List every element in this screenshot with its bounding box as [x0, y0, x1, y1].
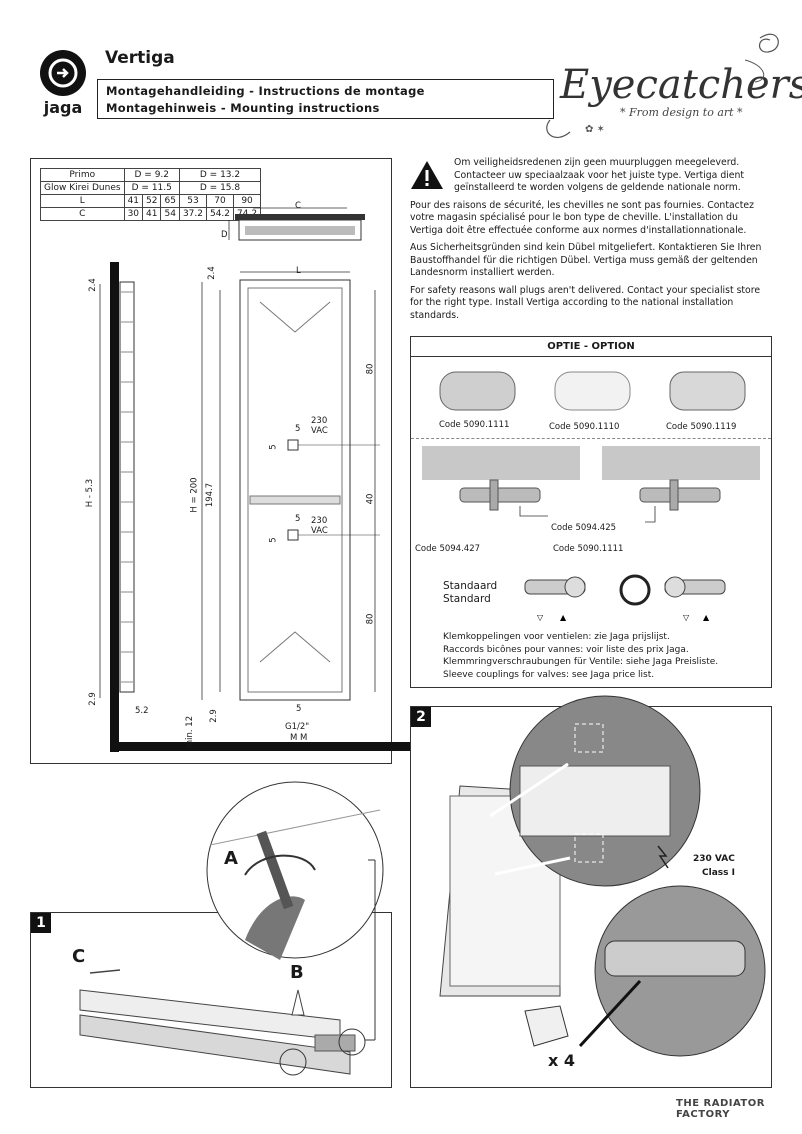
label-5-b: 5: [268, 444, 279, 450]
product-title: Vertiga: [105, 48, 175, 68]
label-step1-a: A: [224, 848, 238, 869]
cell-glow: Glow Kirei Dunes: [40, 181, 125, 195]
front-view-drawing: [201, 271, 380, 701]
label-min12: min. 12: [185, 715, 196, 749]
label-230vac-b: 230 VAC: [311, 516, 328, 536]
svg-text:▽: ▽: [683, 613, 690, 622]
label-80-top: 80: [365, 363, 376, 375]
code-head-2: Code 5090.1110: [549, 422, 620, 432]
svg-text:✿ ✶: ✿ ✶: [585, 124, 605, 135]
label-h200: H = 200: [189, 477, 200, 513]
label-c-top: C: [295, 201, 301, 211]
label-24-front: 2.4: [206, 266, 217, 280]
label-5-d: 5: [268, 537, 279, 543]
standard-en: Standard: [443, 593, 491, 605]
step-2-badge: 2: [411, 707, 431, 727]
cell-primo: Primo: [40, 168, 125, 182]
label-24-side: 2.4: [87, 278, 98, 292]
thermostatic-heads: [439, 371, 746, 411]
step-2-class: Class I: [702, 868, 735, 878]
cell-c-1: 30: [123, 207, 144, 221]
cell-c-4: 37.2: [178, 207, 207, 221]
label-40: 40: [365, 493, 376, 505]
step-2-quantity: x 4: [548, 1051, 576, 1070]
jaga-logo-mark: [40, 50, 86, 96]
coupling-de: Klemmringverschraubungen für Ventile: si…: [443, 657, 719, 667]
coupling-nl: Klemkoppelingen voor ventielen: zie Jaga…: [443, 632, 670, 642]
cell-glow-d1: D = 11.5: [123, 181, 180, 195]
warning-icon: [411, 161, 443, 189]
code-head-1: Code 5090.1111: [439, 420, 510, 430]
cell-c-3: 54: [160, 207, 180, 221]
warning-fr: Pour des raisons de sécurité, les chevil…: [410, 199, 755, 236]
ornament-swirl: ✿ ✶: [546, 33, 779, 138]
label-5-e: 5: [296, 704, 302, 714]
standard-label: Standaard Standard: [443, 580, 497, 606]
code-5094427: Code 5094.427: [415, 544, 481, 554]
cell-glow-d2: D = 15.8: [178, 181, 262, 195]
label-29-side: 2.9: [87, 692, 98, 706]
label-l: L: [296, 266, 301, 276]
step-2-illustration: [439, 695, 766, 1057]
logo-text: jaga: [43, 98, 83, 117]
svg-text:▽: ▽: [537, 613, 544, 622]
label-step1-b: B: [290, 962, 304, 983]
label-52: 5.2: [135, 706, 149, 716]
step-1-badge: 1: [31, 913, 51, 933]
code-5094425: Code 5094.425: [551, 523, 617, 533]
warning-nl: Om veiligheidsredenen zijn geen muurplug…: [454, 157, 745, 193]
title-line-2: Montagehinweis - Mounting instructions: [106, 101, 380, 115]
side-view-drawing: [99, 262, 410, 752]
cell-primo-d1: D = 9.2: [123, 168, 180, 182]
coupling-en: Sleeve couplings for valves: see Jaga pr…: [443, 669, 655, 680]
label-1947: 194.7: [205, 482, 216, 508]
label-g12: G1/2": [285, 722, 310, 732]
code-head-3: Code 5090.1119: [666, 422, 737, 432]
cell-l-1: 41: [123, 194, 144, 208]
cell-l: L: [40, 194, 125, 208]
label-5-a: 5: [295, 424, 301, 434]
cell-l-4: 53: [178, 194, 207, 208]
footer-site: THE RADIATOR FACTORY: [676, 1098, 765, 1120]
cell-l-2: 52: [142, 194, 162, 208]
dimension-drawing-panel: [30, 158, 392, 764]
code-50901111: Code 5090.1111: [553, 544, 624, 554]
label-80-bottom: 80: [365, 613, 376, 625]
couplings-note: Klemkoppelingen voor ventielen: zie Jaga…: [443, 631, 718, 681]
option-divider: [411, 438, 771, 439]
cell-c-2: 41: [142, 207, 162, 221]
label-5-c: 5: [295, 514, 301, 524]
label-step1-c: C: [72, 946, 86, 967]
title-box: Montagehandleiding - Instructions de mon…: [97, 79, 554, 119]
safety-notes: Om veiligheidsredenen zijn geen muurplug…: [410, 157, 772, 327]
dimension-table: Primo D = 9.2 D = 13.2 Glow Kirei Dunes …: [40, 168, 262, 221]
cell-l-3: 65: [160, 194, 180, 208]
step-1-panel: [30, 912, 392, 1088]
label-mm: M M: [290, 733, 308, 743]
label-h53: H - 5.3: [85, 478, 96, 508]
label-29-front: 2.9: [208, 709, 219, 723]
brand-tagline: * From design to art *: [620, 106, 743, 119]
label-d-top: D: [221, 230, 228, 240]
step-1-illustration: [79, 781, 384, 1076]
cell-primo-d2: D = 13.2: [178, 168, 262, 182]
label-230vac-a: 230 VAC: [311, 416, 328, 436]
top-view-drawing: [228, 207, 365, 241]
standard-nl: Standaard: [443, 580, 498, 592]
valve-diagrams: ▽ ▲ ▽ ▲: [524, 574, 726, 622]
warning-en: For safety reasons wall plugs aren't del…: [410, 284, 761, 321]
valve-assemblies: [422, 446, 760, 523]
coupling-fr: Raccords bicônes pour vannes: voir liste…: [443, 644, 689, 655]
warning-de: Aus Sicherheitsgründen sind kein Dübel m…: [410, 242, 762, 278]
svg-text:▲: ▲: [703, 613, 710, 622]
title-line-1: Montagehandleiding - Instructions de mon…: [106, 84, 425, 98]
option-panel: [410, 336, 772, 688]
cell-c: C: [40, 207, 125, 221]
option-title: OPTIE - OPTION: [411, 337, 771, 357]
svg-text:▲: ▲: [560, 613, 567, 622]
step-2-vac: 230 VAC: [693, 854, 735, 864]
